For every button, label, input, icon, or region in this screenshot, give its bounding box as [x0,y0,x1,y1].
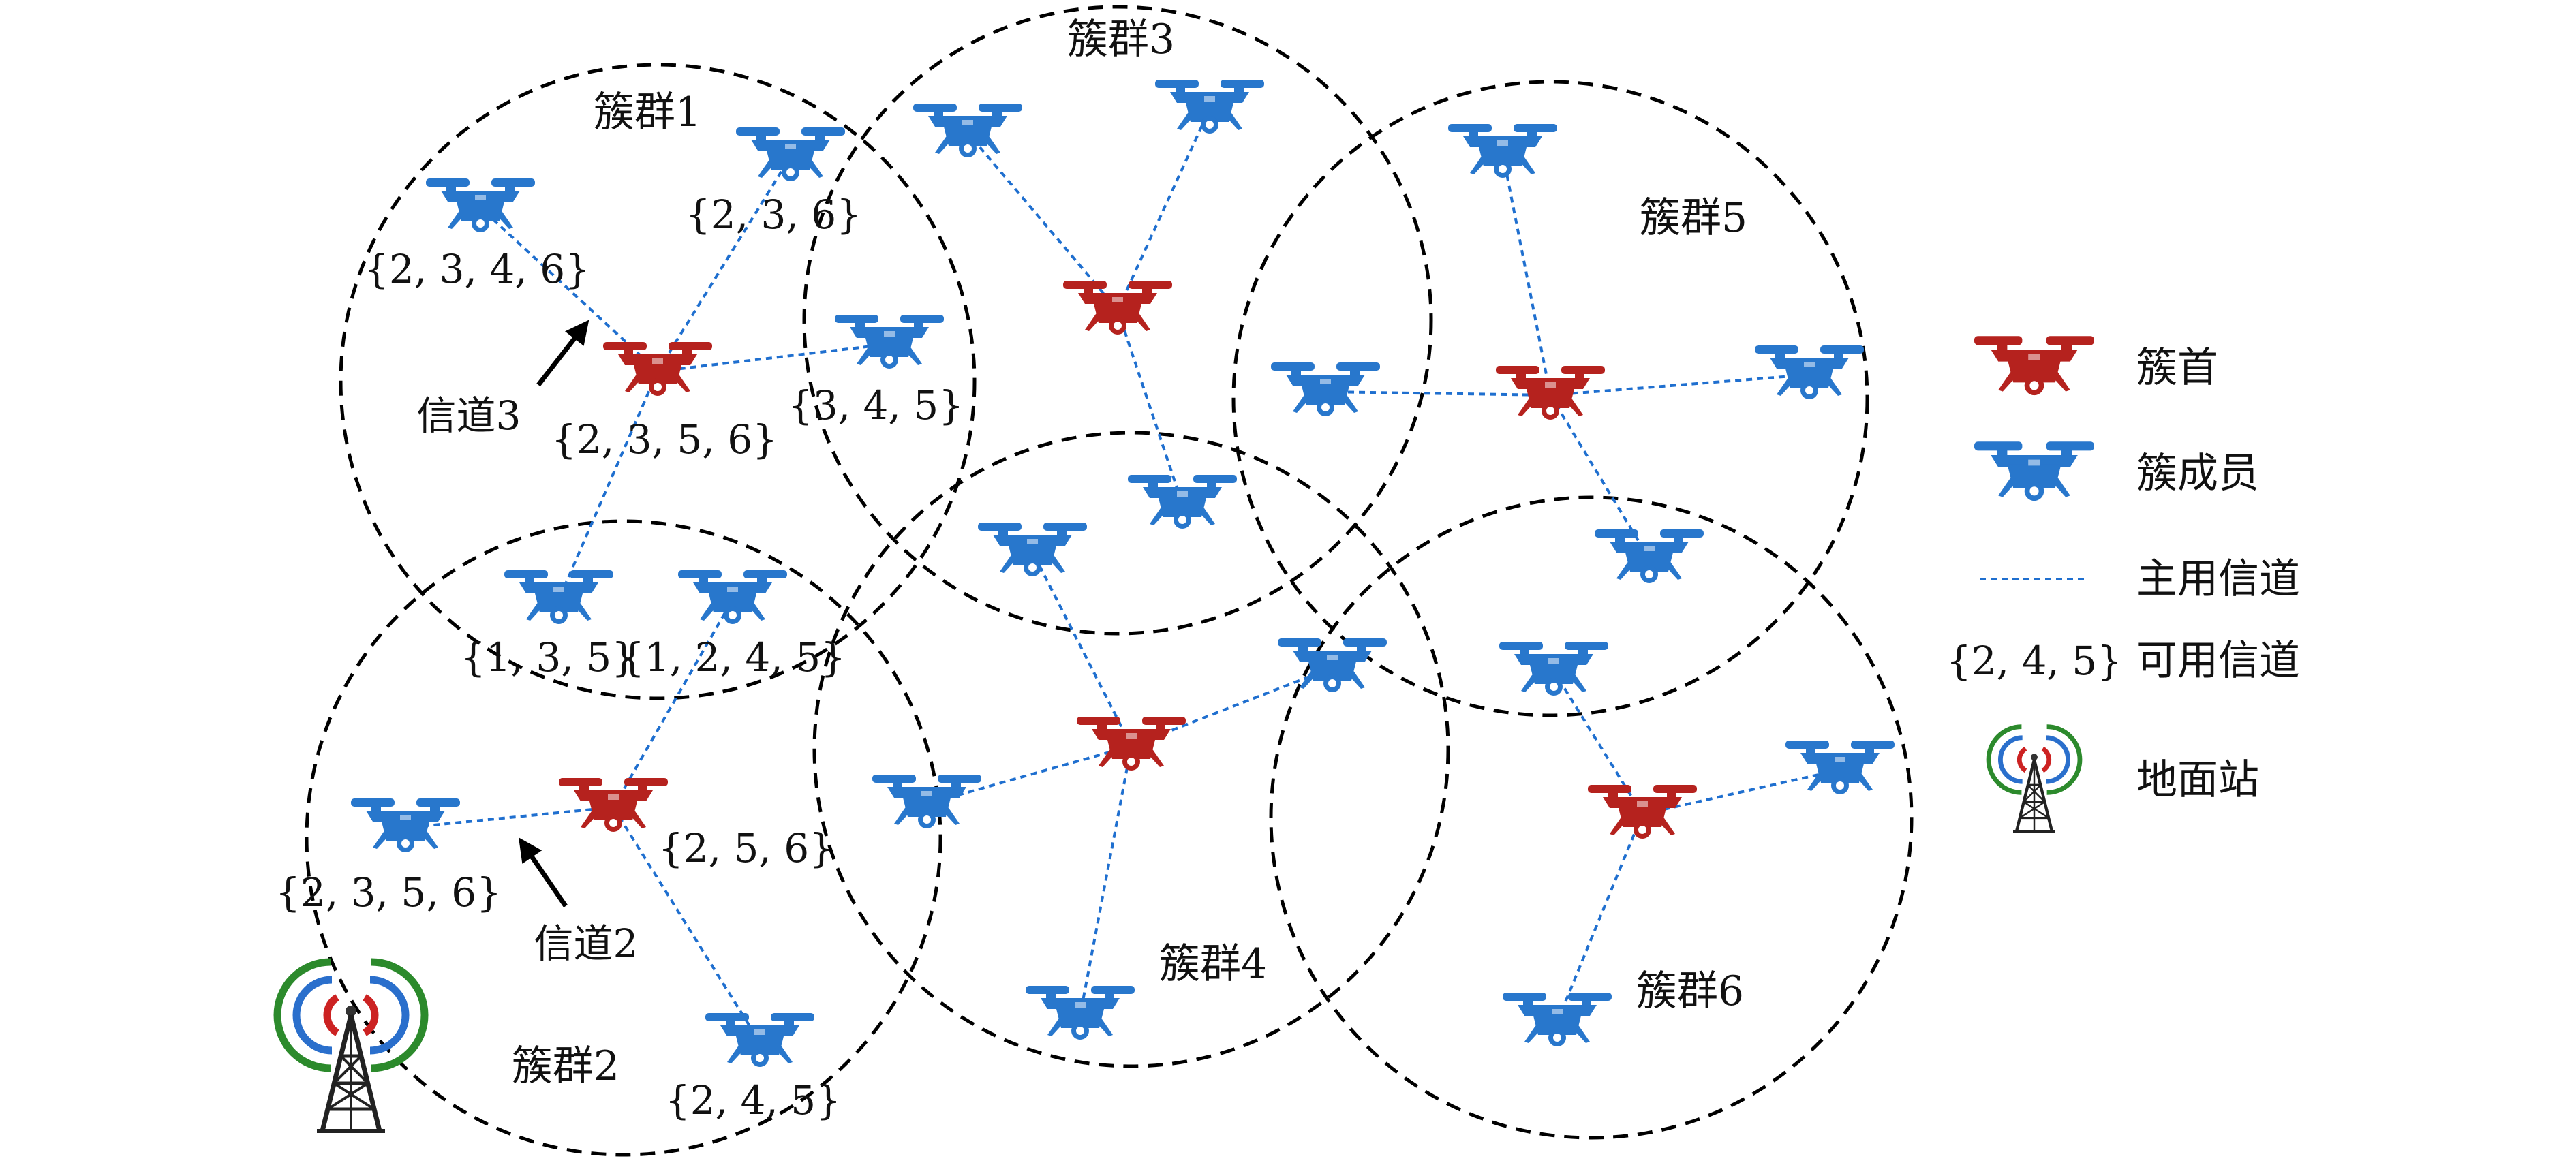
drone-icon [736,127,845,181]
cluster-3-label: 簇群3 [1067,16,1175,63]
link-c3 [966,131,1119,311]
drone-icon [1974,441,2094,501]
channel-set-label: {1, 2, 4, 5} [619,634,846,681]
cluster-6-circle [1269,495,1914,1140]
drone-icon [1595,529,1704,583]
channel-set-label: {2, 3, 4, 6} [364,246,590,292]
drone-icon [1588,785,1697,839]
drone-icon [1785,741,1895,794]
drone-icon [1026,986,1135,1040]
cluster-1-label: 簇群1 [594,89,701,136]
drone-icon [872,775,981,828]
link-c3 [1116,108,1211,311]
drone-icon [978,523,1087,576]
link-c1 [479,206,659,373]
link-c5 [1501,153,1552,396]
link-c4 [1031,551,1133,747]
channel-set-labels: {2, 3, 4, 6} {2, 3, 6} {3, 4, 5} {2, 3, … [275,191,964,1123]
cluster-6-label: 簇群6 [1636,967,1744,1015]
cluster-3-circle [802,5,1433,636]
cluster-5-circle [1231,80,1869,717]
drone-icon [1278,638,1387,692]
radio-tower-icon [1989,727,2080,832]
link-c3 [1116,309,1184,505]
legend-available-channel-label: 可用信道 [2136,637,2300,685]
cluster-2-circle [305,519,942,1157]
radio-tower-icon [277,962,425,1131]
channel-set-label: {2, 3, 5, 6} [551,416,778,463]
link-c1 [557,371,659,600]
legend-cluster-member-label: 簇成员 [2136,450,2259,497]
arrow-icon [536,320,589,387]
channel-set-label: {2, 5, 6} [658,825,834,871]
drone-icon [1063,281,1172,335]
link-c2 [612,599,734,808]
link-c5 [1325,390,1551,397]
link-c6 [1556,813,1644,1023]
cluster-labels: 簇群1 簇群2 簇群3 簇群4 簇群5 簇群6 [512,16,1747,1090]
channel-set-label: {1, 3, 5} [461,634,637,681]
legend-cluster-head-label: 簇首 [2136,344,2218,392]
legend: 簇首 簇成员 主用信道 {2, 4, 5} 可用信道 地面站 [1946,336,2300,831]
drone-icon [559,778,668,832]
channel-set-label: {3, 4, 5} [788,382,964,429]
cluster-4-label: 簇群4 [1159,940,1267,988]
drone-icon [1271,362,1380,416]
drone-icon [1077,717,1186,771]
legend-primary-channel-label: 主用信道 [2136,555,2300,603]
drone-icon [1128,475,1237,529]
link-c2 [405,806,614,829]
cluster-5-label: 簇群5 [1640,194,1747,242]
drone-icon [351,798,460,852]
legend-channel-set-example: {2, 4, 5} [1946,638,2122,684]
drone-icon [603,342,712,396]
channel-set-label: {2, 3, 6} [686,191,861,238]
drone-icon [426,178,535,232]
channel-set-label: {2, 4, 5} [665,1077,841,1123]
cluster-heads [559,281,1697,839]
drone-icon [835,315,944,369]
cluster-1-circle [339,63,977,700]
drone-icon [1448,124,1557,178]
drone-icon [678,570,787,624]
primary-channel-links [405,108,1841,1044]
cluster-4-circle [812,431,1450,1068]
link-c5 [1550,373,1810,397]
drone-icon [504,570,613,624]
drone-icon [1503,993,1612,1046]
channel-set-label: {2, 3, 5, 6} [275,869,502,916]
legend-ground-station-label: 地面站 [2136,756,2259,804]
drone-icon [1499,642,1608,696]
cluster-circles [305,5,1914,1157]
drone-icon [1974,336,2094,396]
channel-2-annotation: 信道2 [534,920,639,967]
drone-icon [705,1013,814,1067]
link-c4 [1079,745,1133,1016]
drone-icon [1755,345,1864,399]
cluster-2-label: 簇群2 [512,1042,619,1090]
link-c1 [656,155,792,373]
channel-3-annotation: 信道3 [417,392,521,439]
link-c2 [612,806,761,1044]
drone-icon [913,104,1022,157]
arrow-icon [519,837,568,907]
drone-icon [1155,80,1264,134]
